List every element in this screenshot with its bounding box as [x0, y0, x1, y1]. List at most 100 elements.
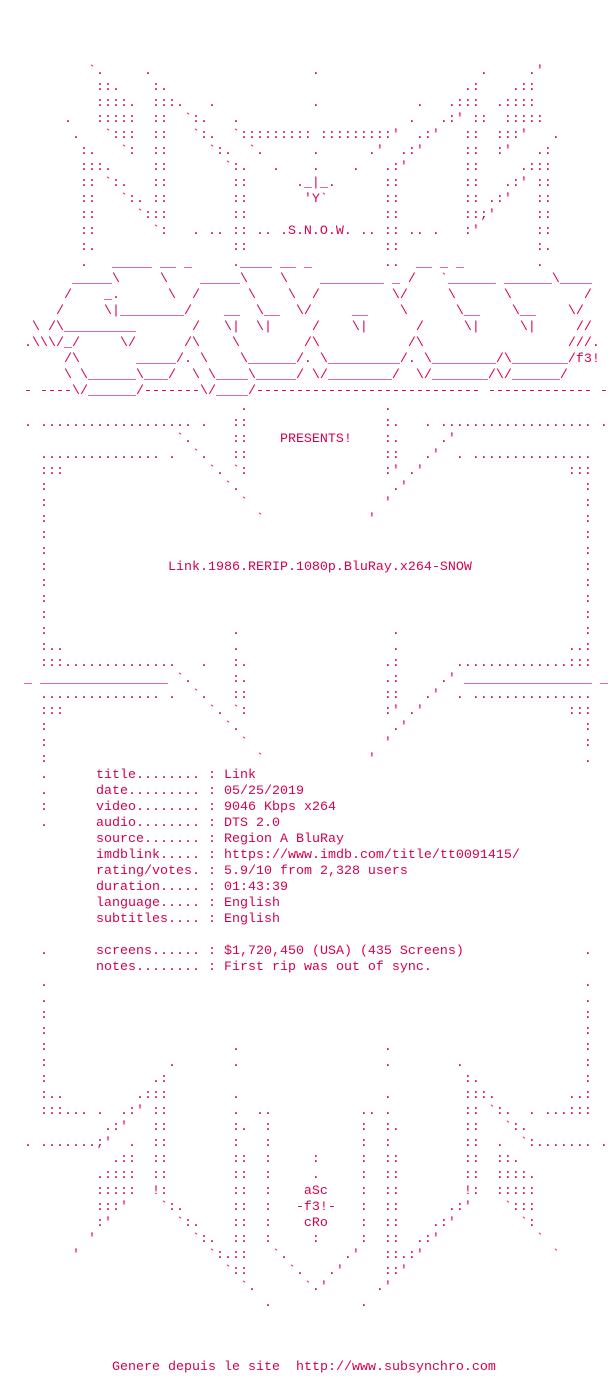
info-label: screens...... — [95, 944, 200, 959]
ascii-art-border: . — [24, 944, 96, 959]
ascii-art-line: . .......;' . :: : : : : :: . `:....... … — [24, 1136, 608, 1151]
ascii-art-line: : : — [24, 528, 592, 543]
ascii-art-line: _____\ \ _____\ \ ________ _ / `______ _… — [24, 272, 592, 287]
ascii-art-line: ............... . `. :: :: .' . ........… — [24, 448, 592, 463]
ascii-art-line: . . — [24, 976, 592, 991]
ascii-art-border — [24, 896, 96, 911]
ascii-art-line: .:: :: :: : : : :: :: ::. — [24, 1152, 520, 1167]
info-label: duration..... — [95, 880, 200, 895]
info-row: . audio........ : DTS 2.0 — [24, 816, 608, 832]
release-name-line: : Link.1986.RERIP.1080p.BluRay.x264-SNOW… — [24, 560, 608, 576]
ascii-art-border: : — [583, 560, 592, 575]
info-label: title........ — [95, 768, 200, 783]
ascii-art-border — [24, 960, 96, 975]
info-separator: : — [199, 880, 224, 895]
info-row: : video........ : 9046 Kbps x264 — [24, 800, 608, 816]
info-row: subtitles.... : English — [24, 912, 608, 928]
ascii-art-line: :: `:. :: :: ._|_. :: :: .:' :: — [24, 176, 552, 191]
ascii-art-border — [24, 912, 96, 927]
ascii-art-line: `. . . . .' — [24, 64, 544, 79]
info-value: Region A BluRay — [223, 832, 344, 847]
info-label: date......... — [95, 784, 200, 799]
info-separator: : — [199, 816, 224, 831]
info-label: video........ — [95, 800, 200, 815]
ascii-art-line: `. :: PRESENTS! :. .' — [24, 432, 456, 447]
ascii-art-line: \ /\_________ / \| \| / \| / \| \| // — [24, 320, 592, 335]
footer: Genere depuis le site http://www.subsync… — [112, 1360, 496, 1376]
info-row: language..... : English — [24, 896, 608, 912]
ascii-art-line — [24, 928, 608, 944]
ascii-art-line: :.. .::: . . :::. ..: — [24, 1088, 592, 1103]
ascii-art-line: : : — [24, 1008, 592, 1023]
ascii-art-line: :. `: :: `:. `. . .' .:' :: :' .: — [24, 144, 552, 159]
ascii-art-border — [24, 880, 96, 895]
ascii-art-line: :::' `:. :: : -f3!- : :: .:' `::: — [24, 1200, 536, 1215]
ascii-art-line: . . — [24, 1296, 368, 1311]
ascii-art-line: `. `.' .' — [24, 1280, 392, 1295]
ascii-art-line: : ` ' : — [24, 512, 592, 527]
ascii-art-line: .:::: :: :: : . : :: :: ::::. — [24, 1168, 536, 1183]
ascii-art-line: :. :: :: :. — [24, 240, 552, 255]
ascii-art-border: . — [24, 768, 96, 783]
ascii-art-line: .\\\/_/ \/ /\ \ /\ /\ ///. — [24, 336, 600, 351]
info-value: 9046 Kbps x264 — [223, 800, 336, 815]
ascii-art-line: `:: `. .' ::' — [24, 1264, 408, 1279]
info-label: subtitles.... — [95, 912, 200, 927]
ascii-art-line: - ----\/______/-------\/____/-----------… — [24, 384, 608, 399]
ascii-art-line: :.. . . ..: — [24, 640, 592, 655]
ascii-art-line: /\ _____/. \ \______/. \_________/. \___… — [24, 352, 600, 367]
ascii-art-border: : — [24, 800, 96, 815]
info-row: . screens...... : $1,720,450 (USA) (435 … — [24, 944, 608, 960]
ascii-art-line: :: `: . .. :: .. .S.N.O.W. .. :: .. . :'… — [24, 224, 552, 239]
ascii-art-line: _ ________________ `. :. .: .' _________… — [24, 672, 608, 687]
info-label: imdblink..... — [95, 848, 200, 863]
ascii-art-line: :: `::: :: :: ::;' :: — [24, 208, 552, 223]
ascii-art-line: : `. .' : — [24, 480, 592, 495]
ascii-art-line: ::: `. `: :' .' ::: — [24, 464, 592, 479]
ascii-art-border — [24, 864, 96, 879]
info-value: 5.9/10 from 2,328 users — [223, 864, 408, 879]
info-separator: : — [199, 864, 224, 879]
info-separator: : — [199, 944, 224, 959]
info-separator: : — [199, 896, 224, 911]
info-separator: : — [199, 800, 224, 815]
info-separator: : — [199, 912, 224, 927]
ascii-art-line: .:' :: :. : : :. :: `:. — [24, 1120, 528, 1135]
ascii-art-line: : `. .' : — [24, 720, 592, 735]
ascii-art-line: ::::: !: :: : aSc : :: !: ::::: — [24, 1184, 536, 1199]
ascii-art-line: :::.............. . :. .: ..............… — [24, 656, 592, 671]
footer-text: Genere depuis le site — [112, 1360, 296, 1375]
nfo-document: `. . . . .' ::. :. .: .:: ::::. :::. . .… — [24, 64, 608, 1312]
ascii-art-line: : ` ' : — [24, 496, 592, 511]
info-separator: : — [199, 768, 224, 783]
ascii-art-line: \ \______\___/ \ \____\_____/ \/________… — [24, 368, 568, 383]
ascii-art-border — [24, 848, 96, 863]
footer-link[interactable]: http://www.subsynchro.com — [295, 1360, 496, 1375]
ascii-art-line: ::. :. .: .:: — [24, 80, 536, 95]
ascii-art-line: / \|________/ __ \__ \/ __ \ \__ \__ \/ — [24, 304, 584, 319]
release-name: Link.1986.RERIP.1080p.BluRay.x264-SNOW — [167, 560, 472, 575]
info-label: rating/votes. — [95, 864, 200, 879]
info-row: imdblink..... : https://www.imdb.com/tit… — [24, 848, 608, 864]
ascii-art-line: . _____ __ _ .____ __ _ .. __ _ _ . — [24, 256, 544, 271]
ascii-art-line: : : — [24, 576, 592, 591]
info-value: 05/25/2019 — [223, 784, 304, 799]
ascii-art-border: : — [24, 560, 168, 575]
ascii-art-line: / _. \ / \ \ / \/ \ \ / — [24, 288, 592, 303]
info-value: First rip was out of sync. — [223, 960, 432, 975]
info-row: source....... : Region A BluRay — [24, 832, 608, 848]
padding — [464, 944, 584, 959]
info-separator: : — [199, 832, 224, 847]
info-value: $1,720,450 (USA) (435 Screens) — [223, 944, 464, 959]
info-label: notes........ — [95, 960, 200, 975]
info-row: . title........ : Link — [24, 768, 608, 784]
info-value: https://www.imdb.com/title/tt0091415/ — [223, 848, 520, 863]
info-row: duration..... : 01:43:39 — [24, 880, 608, 896]
ascii-art-line: ::: `. `: :' .' ::: — [24, 704, 592, 719]
ascii-art-line: : . . : — [24, 1040, 592, 1055]
ascii-art-line: ::::. :::. . . . .::: .:::: — [24, 96, 536, 111]
ascii-art-border: . — [24, 816, 96, 831]
info-value: DTS 2.0 — [223, 816, 280, 831]
ascii-art-line: . ::::: :: `:. . . .:' :: ::::: — [24, 112, 544, 127]
ascii-art-line: ' `:. :: : : : :: .:' ` — [24, 1232, 544, 1247]
